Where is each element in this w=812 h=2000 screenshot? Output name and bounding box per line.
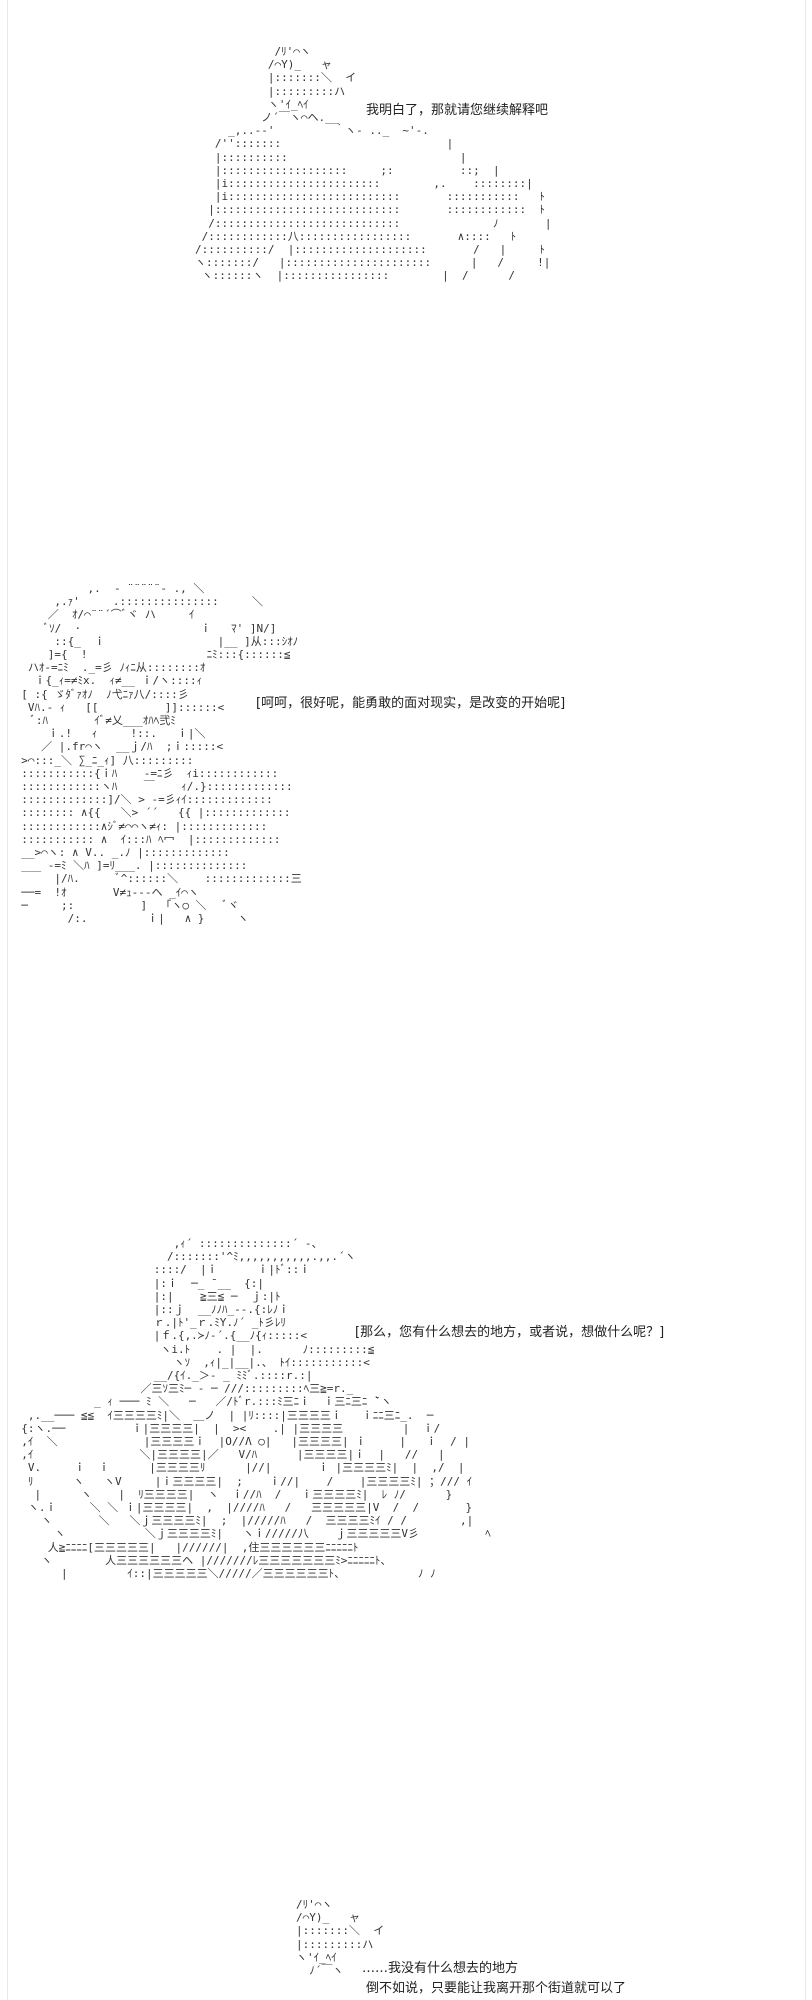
small-figure-art: /ﾘ'⌒ヽ /⌒Y)_ ャ |:::::::＼ イ |:::::::::ハ ヽ'… [296,1898,385,1978]
right-border [805,0,806,2000]
dialogue-line-4b: 倒不如说，只要能让我离开那个街道就可以了 [366,1981,627,1996]
seated-long-hair-figure-art: ,. ‐ ¨¨¨¨¨‐ ., ＼ ,.ｧ' .::::::::::::::: ＼… [21,582,302,926]
panel-4: /ﾘ'⌒ヽ /⌒Y)_ ャ |:::::::＼ イ |:::::::::ハ ヽ'… [0,1890,812,2000]
panel-1: /ﾘ'⌒ヽ /⌒Y)_ ャ |:::::::＼ イ |:::::::::ハ ヽ'… [0,0,812,400]
dialogue-line-3: [那么，您有什么想去的地方，或者说，想做什么呢？] [355,1325,665,1340]
armored-figure-art: ,ｨ´ ::::::::::::::´ -、 /:::::::'^ﾐ,,,,,,… [21,1237,491,1581]
panel-3: ,ｨ´ ::::::::::::::´ -、 /:::::::'^ﾐ,,,,,,… [0,1225,812,1725]
dialogue-line-2: [呵呵，很好呢，能勇敢的面对现实，是改变的开始呢] [256,696,566,711]
dialogue-line-4a: ……我没有什么想去的地方 [362,1961,519,1976]
panel-2: ,. ‐ ¨¨¨¨¨‐ ., ＼ ,.ｧ' .::::::::::::::: ＼… [0,570,812,1040]
standing-figure-art: /ﾘ'⌒ヽ /⌒Y)_ ャ |:::::::＼ イ |:::::::::ハ ヽ'… [195,45,552,283]
left-border [7,0,8,2000]
dialogue-line-1: 我明白了，那就请您继续解释吧 [366,103,549,118]
